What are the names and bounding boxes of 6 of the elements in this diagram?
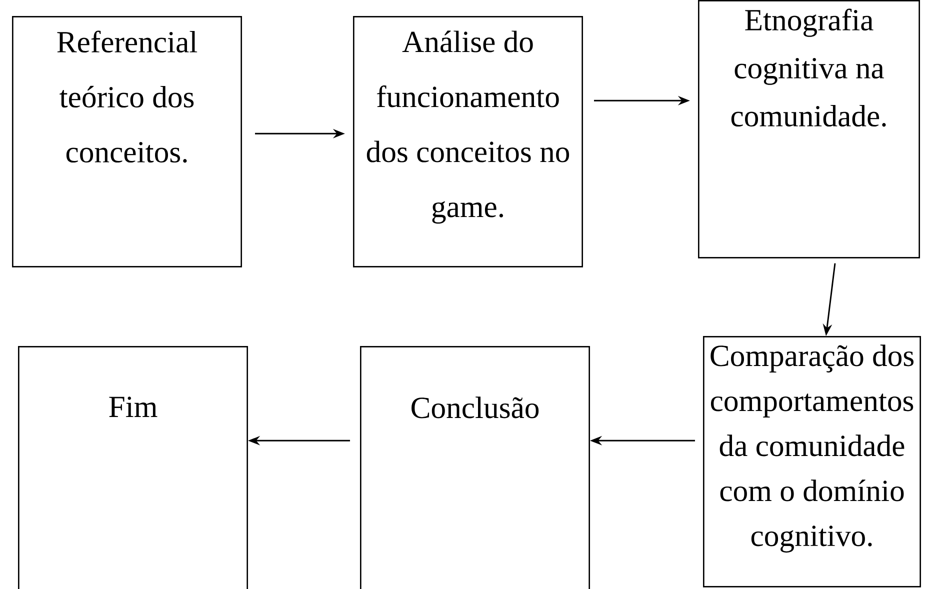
process-box: Referencial teórico dos conceitos. xyxy=(12,16,242,268)
process-box: Fim xyxy=(18,346,248,589)
process-box: Etnografia cognitiva na comunidade. xyxy=(698,0,920,258)
process-box: Conclusão xyxy=(360,346,590,589)
process-box: Análise do funcionamento dos conceitos no game. xyxy=(353,16,583,268)
process-box: Comparação dos comportamentos da comunidade com o domínio cognitivo. xyxy=(703,336,921,588)
